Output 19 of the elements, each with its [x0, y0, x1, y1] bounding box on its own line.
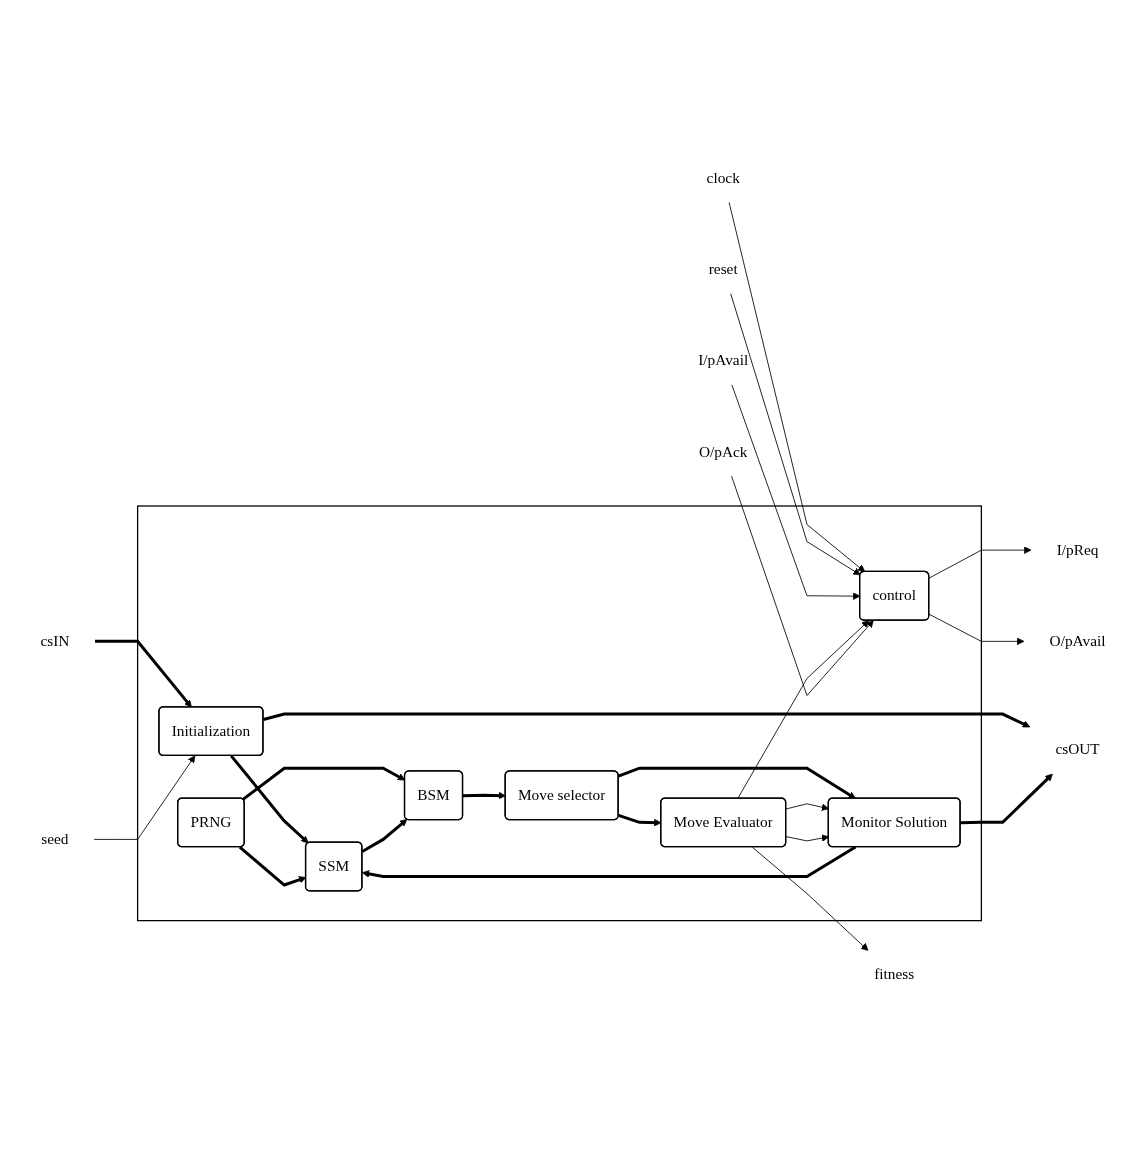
- node-text: reset: [708, 259, 738, 278]
- arrow: [361, 845, 857, 878]
- node-text: I/pAvail: [698, 351, 749, 369]
- node-text: seed: [41, 830, 69, 848]
- node-text: O/pAck: [698, 442, 748, 460]
- node-text: csIN: [40, 631, 70, 650]
- arrow: [263, 712, 1031, 727]
- arrow: [361, 818, 408, 853]
- node-text: fitness: [874, 965, 915, 983]
- arrow: [95, 639, 192, 708]
- arrow: [462, 791, 506, 799]
- cluster: [137, 504, 982, 921]
- arrow: [230, 754, 309, 843]
- node-text: csOUT: [1055, 740, 1100, 758]
- node-text: O/pAvail: [1049, 631, 1106, 650]
- arrow: [618, 766, 856, 799]
- node-text: clock: [706, 168, 740, 186]
- node-text: I/pReq: [1056, 540, 1099, 558]
- arrow: [960, 773, 1053, 824]
